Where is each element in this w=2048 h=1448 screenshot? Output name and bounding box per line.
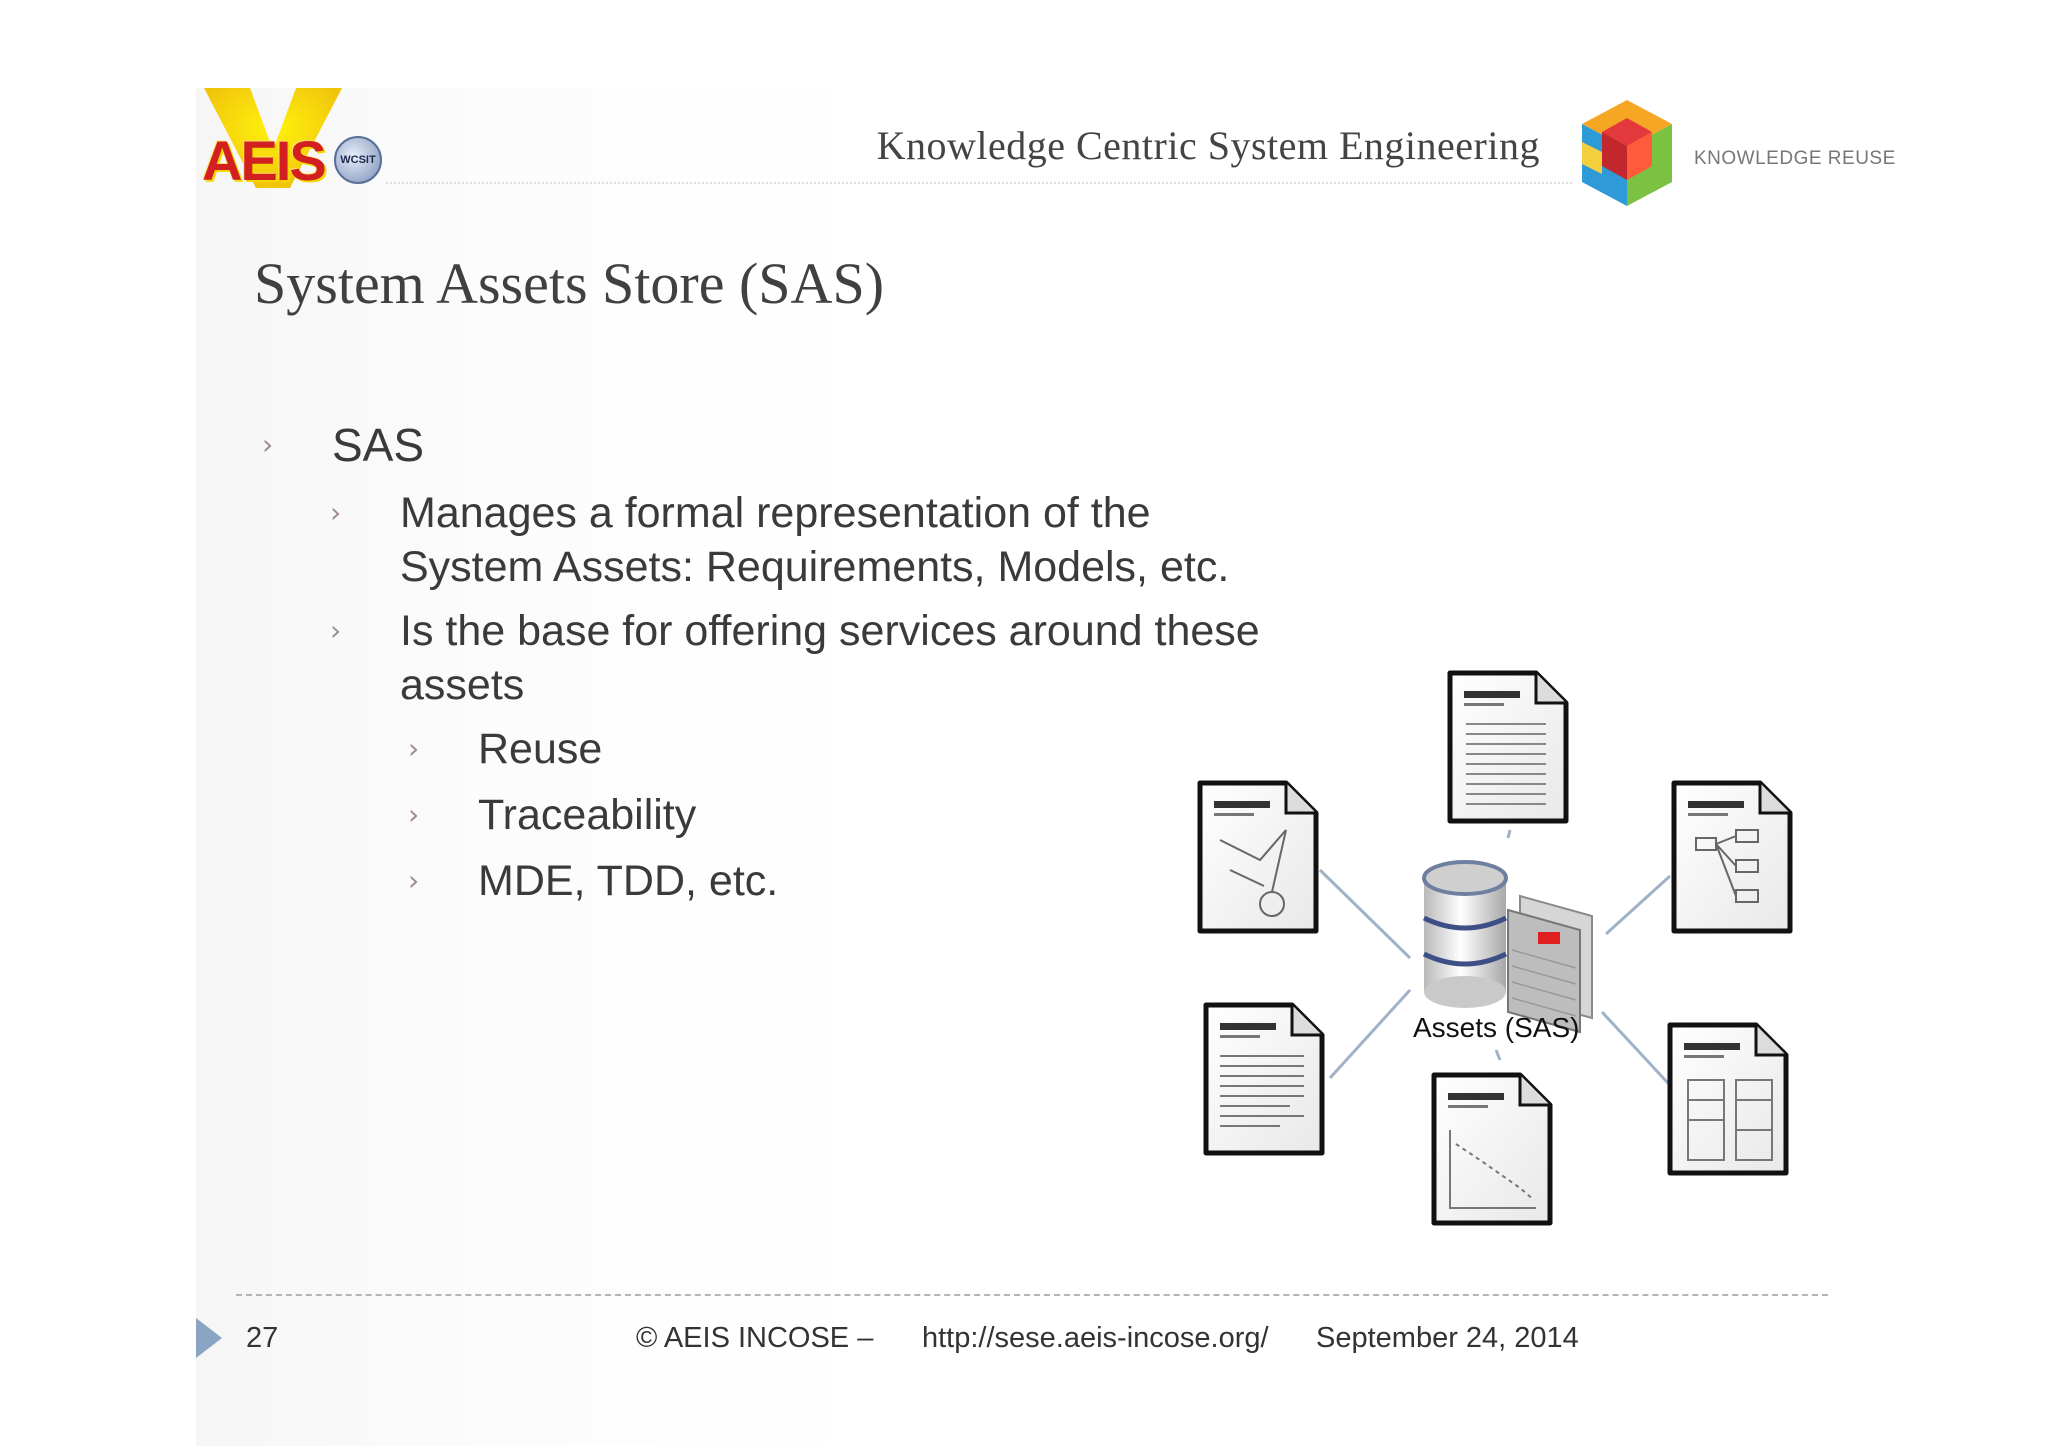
document-icon: [1200, 783, 1316, 931]
document-icon: [1674, 783, 1790, 931]
v-logo-icon: [204, 88, 342, 188]
sas-diagram-graphic: [1190, 660, 1830, 1240]
bullet-chevron-icon: ›: [262, 428, 274, 461]
knowledge-reuse-text: KNOWLEDGE REUSE: [1694, 148, 1896, 169]
aeis-logo: AEIS WCSIT: [198, 84, 390, 194]
header-divider: [386, 182, 1572, 184]
bullet-base-line1: Is the base for offering services around…: [400, 607, 1260, 655]
page-number: 27: [246, 1322, 279, 1354]
document-icon: [1450, 673, 1566, 821]
slide-title: System Assets Store (SAS): [254, 251, 885, 316]
bullet-traceability: Traceability: [478, 791, 697, 839]
sas-diagram: Assets (SAS): [1190, 660, 1830, 1240]
footer-url[interactable]: http://sese.aeis-incose.org/: [922, 1322, 1269, 1354]
knowledge-reuse-logo: KNOWLEDGE REUSE: [1572, 94, 1895, 214]
document-icon: [1206, 1005, 1322, 1153]
bullet-base-line2: assets: [400, 661, 525, 709]
bullet-reuse: Reuse: [478, 725, 603, 773]
footer-divider: [236, 1294, 1828, 1296]
document-icon: [1434, 1075, 1550, 1223]
assets-sas-label: Assets (SAS): [1413, 1012, 1580, 1043]
header-title: Knowledge Centric System Engineering: [876, 123, 1540, 168]
bullet-chevron-icon: ›: [408, 732, 420, 765]
footer-copyright: © AEIS INCOSE –: [636, 1322, 874, 1354]
slide-background: [196, 88, 1876, 1446]
bullet-manages-line1: Manages a formal representation of the: [400, 489, 1151, 537]
connector-lines: [1318, 829, 1682, 1098]
footer-date: September 24, 2014: [1316, 1322, 1579, 1354]
bullet-chevron-icon: ›: [330, 614, 342, 647]
bullet-mde-tdd: MDE, TDD, etc.: [478, 857, 779, 905]
document-icon: [1670, 1025, 1786, 1173]
bullet-chevron-icon: ›: [408, 864, 420, 897]
bullet-chevron-icon: ›: [408, 798, 420, 831]
spreadsheet-icon: [1507, 894, 1593, 1034]
footer-arrow-icon: [196, 1318, 222, 1358]
bullet-chevron-icon: ›: [330, 496, 342, 529]
database-icon: [1422, 860, 1508, 1008]
cube-logo-icon: [1582, 100, 1672, 206]
wcsit-badge-icon: WCSIT: [334, 136, 382, 184]
aeis-logo-text: AEIS: [202, 129, 327, 192]
bullet-sas: SAS: [332, 419, 425, 471]
bullet-manages-line2: System Assets: Requirements, Models, etc…: [400, 543, 1230, 591]
